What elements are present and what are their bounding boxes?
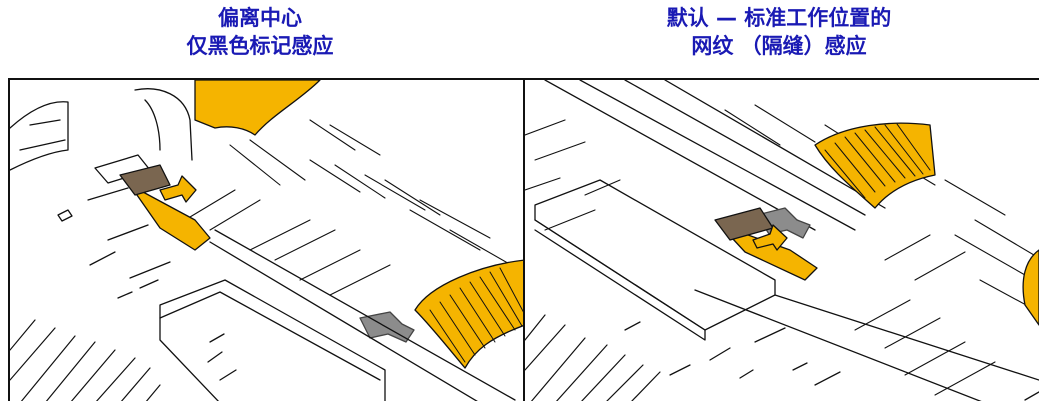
platen-ridges	[184, 119, 521, 296]
right-yellow-edge	[1022, 249, 1039, 326]
right-illustration-panel	[523, 78, 1039, 401]
media-rail-2	[209, 241, 478, 401]
sensor-track	[129, 184, 211, 251]
media-rail-right	[694, 289, 982, 401]
media-sheet	[159, 279, 386, 401]
left-caption-line2: 仅黑色标记感应	[186, 34, 334, 58]
drive-roller	[414, 259, 523, 369]
left-slots	[57, 187, 171, 299]
position-arrow	[159, 175, 197, 203]
left-caption: 偏离中心 仅黑色标记感应	[0, 4, 520, 60]
media-rail-right-2	[774, 294, 1039, 381]
bottom-grille	[10, 319, 161, 401]
left-illustration-panel	[8, 78, 525, 401]
housing-curve	[134, 88, 193, 161]
housing-inner	[19, 119, 66, 151]
drive-roller-right	[814, 122, 936, 209]
media-rail	[214, 229, 516, 401]
bottom-grille-right	[525, 314, 661, 401]
left-printer-illustration	[10, 80, 523, 401]
media-sheet-edge	[159, 291, 381, 381]
housing-outline	[10, 101, 69, 171]
left-caption-line1: 偏离中心	[218, 6, 302, 30]
right-caption-line2: 网纹 （隔缝）感应	[691, 34, 867, 58]
right-caption-line1: 默认 — 标准工作位置的	[666, 6, 892, 30]
top-yellow-part	[194, 80, 321, 136]
right-edge-mark	[1024, 391, 1039, 401]
right-caption: 默认 — 标准工作位置的 网纹 （隔缝）感应	[519, 4, 1039, 60]
top-frame	[544, 80, 856, 231]
sensor-head	[119, 164, 171, 196]
media-sheet-right-edge	[534, 219, 706, 341]
top-frame-2	[624, 80, 886, 216]
housing-curve-2	[144, 99, 161, 151]
position-arrow-right	[752, 224, 788, 251]
lower-slots	[624, 321, 841, 386]
right-printer-illustration	[525, 80, 1039, 401]
